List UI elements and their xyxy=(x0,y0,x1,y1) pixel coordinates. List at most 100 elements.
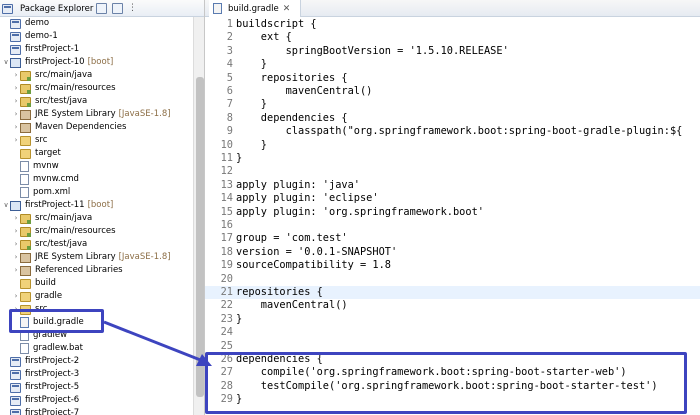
tree-item-label: mvnw.cmd xyxy=(33,174,79,184)
code-line[interactable]: 24 xyxy=(205,326,700,339)
tree-item[interactable]: firstProject-3 xyxy=(2,368,79,381)
collapse-all-icon[interactable] xyxy=(96,3,107,14)
code-line[interactable]: 20 xyxy=(205,273,700,286)
tree-item[interactable]: firstProject-1 xyxy=(2,43,79,56)
tree-item[interactable]: build xyxy=(12,277,56,290)
code-line[interactable]: 9 classpath("org.springframework.boot:sp… xyxy=(205,125,700,138)
tree-item[interactable]: gradlew.bat xyxy=(12,342,83,355)
tree-item[interactable]: mvnw.cmd xyxy=(12,173,79,186)
code-line[interactable]: 11} xyxy=(205,152,700,165)
tree-item-label: Maven Dependencies xyxy=(35,122,127,132)
code-line[interactable]: 23} xyxy=(205,313,700,326)
tree-item[interactable]: ›src/main/java xyxy=(12,212,92,225)
tree-item-label: firstProject-6 xyxy=(25,395,80,405)
tree-item-label: firstProject-5 xyxy=(25,382,80,392)
code-line[interactable]: 3 springBootVersion = '1.5.10.RELEASE' xyxy=(205,45,700,58)
tree-item[interactable]: firstProject-5 xyxy=(2,381,79,394)
tab-package-explorer[interactable]: Package Explorer ✕ xyxy=(0,0,105,17)
code-line[interactable]: 25 xyxy=(205,340,700,353)
folder-icon xyxy=(20,278,31,289)
line-number: 9 xyxy=(226,125,233,138)
chevron-icon[interactable]: › xyxy=(14,253,18,261)
code-line[interactable]: 7 } xyxy=(205,98,700,111)
explorer-scrollbar[interactable] xyxy=(193,17,204,415)
line-number: 20 xyxy=(220,272,233,285)
line-number: 10 xyxy=(220,138,233,151)
chevron-icon[interactable]: › xyxy=(14,71,18,79)
chevron-icon[interactable]: › xyxy=(14,136,18,144)
tree-item[interactable]: › src/main/resources xyxy=(12,82,116,95)
tree-item[interactable]: firstProject-2 xyxy=(2,355,79,368)
code-text: compile('org.springframework.boot:spring… xyxy=(236,366,627,379)
tree-item[interactable]: ›src/main/java xyxy=(12,69,92,82)
tree-item[interactable]: demo xyxy=(2,17,49,30)
scrollbar-thumb[interactable] xyxy=(196,77,204,397)
tree-item[interactable]: › Referenced Libraries xyxy=(12,264,123,277)
tree-item[interactable]: demo-1 xyxy=(2,30,58,43)
tree-item[interactable]: ›src/test/java xyxy=(12,238,87,251)
tree-item[interactable]: build.gradle xyxy=(12,316,84,329)
chevron-icon[interactable]: ∨ xyxy=(3,58,9,66)
tree-item[interactable]: › src/main/resources xyxy=(12,225,116,238)
link-with-editor-icon[interactable] xyxy=(112,3,123,14)
chevron-icon[interactable]: ∨ xyxy=(3,201,9,209)
code-line[interactable]: 6 mavenCentral() xyxy=(205,85,700,98)
tree-item[interactable]: ›JRE System Library[JavaSE-1.8] xyxy=(12,108,171,121)
code-line[interactable]: 29} xyxy=(205,393,700,406)
code-line[interactable]: 4 } xyxy=(205,58,700,71)
tree-item[interactable]: ›JRE System Library[JavaSE-1.8] xyxy=(12,251,171,264)
library-icon xyxy=(20,122,31,133)
tree-item[interactable]: ∨firstProject-10[boot] xyxy=(2,56,113,69)
line-number: 21 xyxy=(220,286,233,298)
tree-item[interactable]: ∨firstProject-11[boot] xyxy=(2,199,113,212)
chevron-icon[interactable]: › xyxy=(14,110,18,118)
tree-item-label: Referenced Libraries xyxy=(35,265,123,275)
close-icon[interactable]: ✕ xyxy=(282,3,291,14)
code-line[interactable]: 27 compile('org.springframework.boot:spr… xyxy=(205,366,700,379)
tree-item[interactable]: firstProject-7 xyxy=(2,407,79,415)
chevron-icon[interactable]: › xyxy=(14,292,18,300)
code-line[interactable]: 5 repositories { xyxy=(205,72,700,85)
code-text: repositories { xyxy=(236,286,323,298)
tree-item[interactable]: ›src/test/java xyxy=(12,95,87,108)
tree-item[interactable]: mvnw xyxy=(12,160,59,173)
code-line[interactable]: 22 mavenCentral() xyxy=(205,299,700,312)
chevron-icon[interactable]: › xyxy=(14,123,18,131)
tree-item-label: src/main/resources xyxy=(35,83,116,93)
chevron-icon[interactable]: › xyxy=(14,84,18,92)
tab-build-gradle[interactable]: build.gradle ✕ xyxy=(209,0,301,17)
chevron-icon[interactable]: › xyxy=(14,227,18,235)
chevron-icon[interactable]: › xyxy=(14,266,18,274)
chevron-icon[interactable]: › xyxy=(14,240,18,248)
tree-item-label: src/main/resources xyxy=(35,226,116,236)
gradlefile-icon xyxy=(20,317,29,328)
tree-item[interactable]: firstProject-6 xyxy=(2,394,79,407)
tree-item[interactable]: pom.xml xyxy=(12,186,70,199)
project-icon xyxy=(10,408,21,415)
chevron-icon[interactable]: › xyxy=(14,97,18,105)
code-line[interactable]: 10 } xyxy=(205,139,700,152)
tree-item[interactable]: target xyxy=(12,147,61,160)
tree-item[interactable]: ›gradle xyxy=(12,290,62,303)
code-line[interactable]: 28 testCompile('org.springframework.boot… xyxy=(205,380,700,393)
code-line[interactable]: 16 xyxy=(205,219,700,232)
code-line[interactable]: 8 dependencies { xyxy=(205,112,700,125)
line-number: 19 xyxy=(220,259,233,272)
chevron-icon[interactable]: › xyxy=(14,214,18,222)
tree-item[interactable]: › Maven Dependencies xyxy=(12,121,126,134)
code-line[interactable]: 12 xyxy=(205,165,700,178)
view-menu-icon[interactable]: ⋮ xyxy=(128,3,137,13)
code-line[interactable]: 2 ext { xyxy=(205,31,700,44)
tree-item[interactable]: ›src xyxy=(12,134,47,147)
project-icon xyxy=(10,44,21,55)
